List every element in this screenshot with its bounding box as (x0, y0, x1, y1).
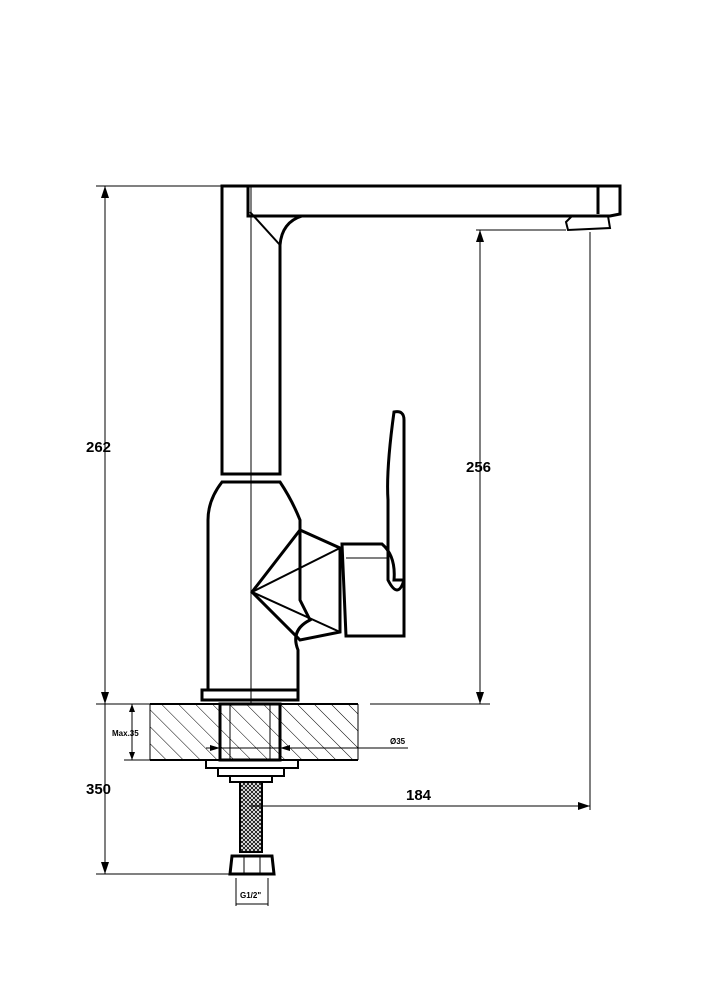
overall-height-label: 262 (86, 439, 111, 456)
faucet-body (200, 184, 622, 702)
countertop-section (149, 703, 359, 761)
spout-reach-label: 184 (406, 787, 432, 804)
thread-label: G1/2" (240, 891, 261, 900)
dimension-lines (96, 185, 591, 906)
max-thickness-label: Max.35 (112, 729, 139, 738)
mounting-assembly (205, 702, 299, 876)
below-counter-label: 350 (86, 781, 111, 798)
hole-diameter-label: Ø35 (390, 737, 406, 746)
spout-height-label: 256 (466, 459, 491, 476)
